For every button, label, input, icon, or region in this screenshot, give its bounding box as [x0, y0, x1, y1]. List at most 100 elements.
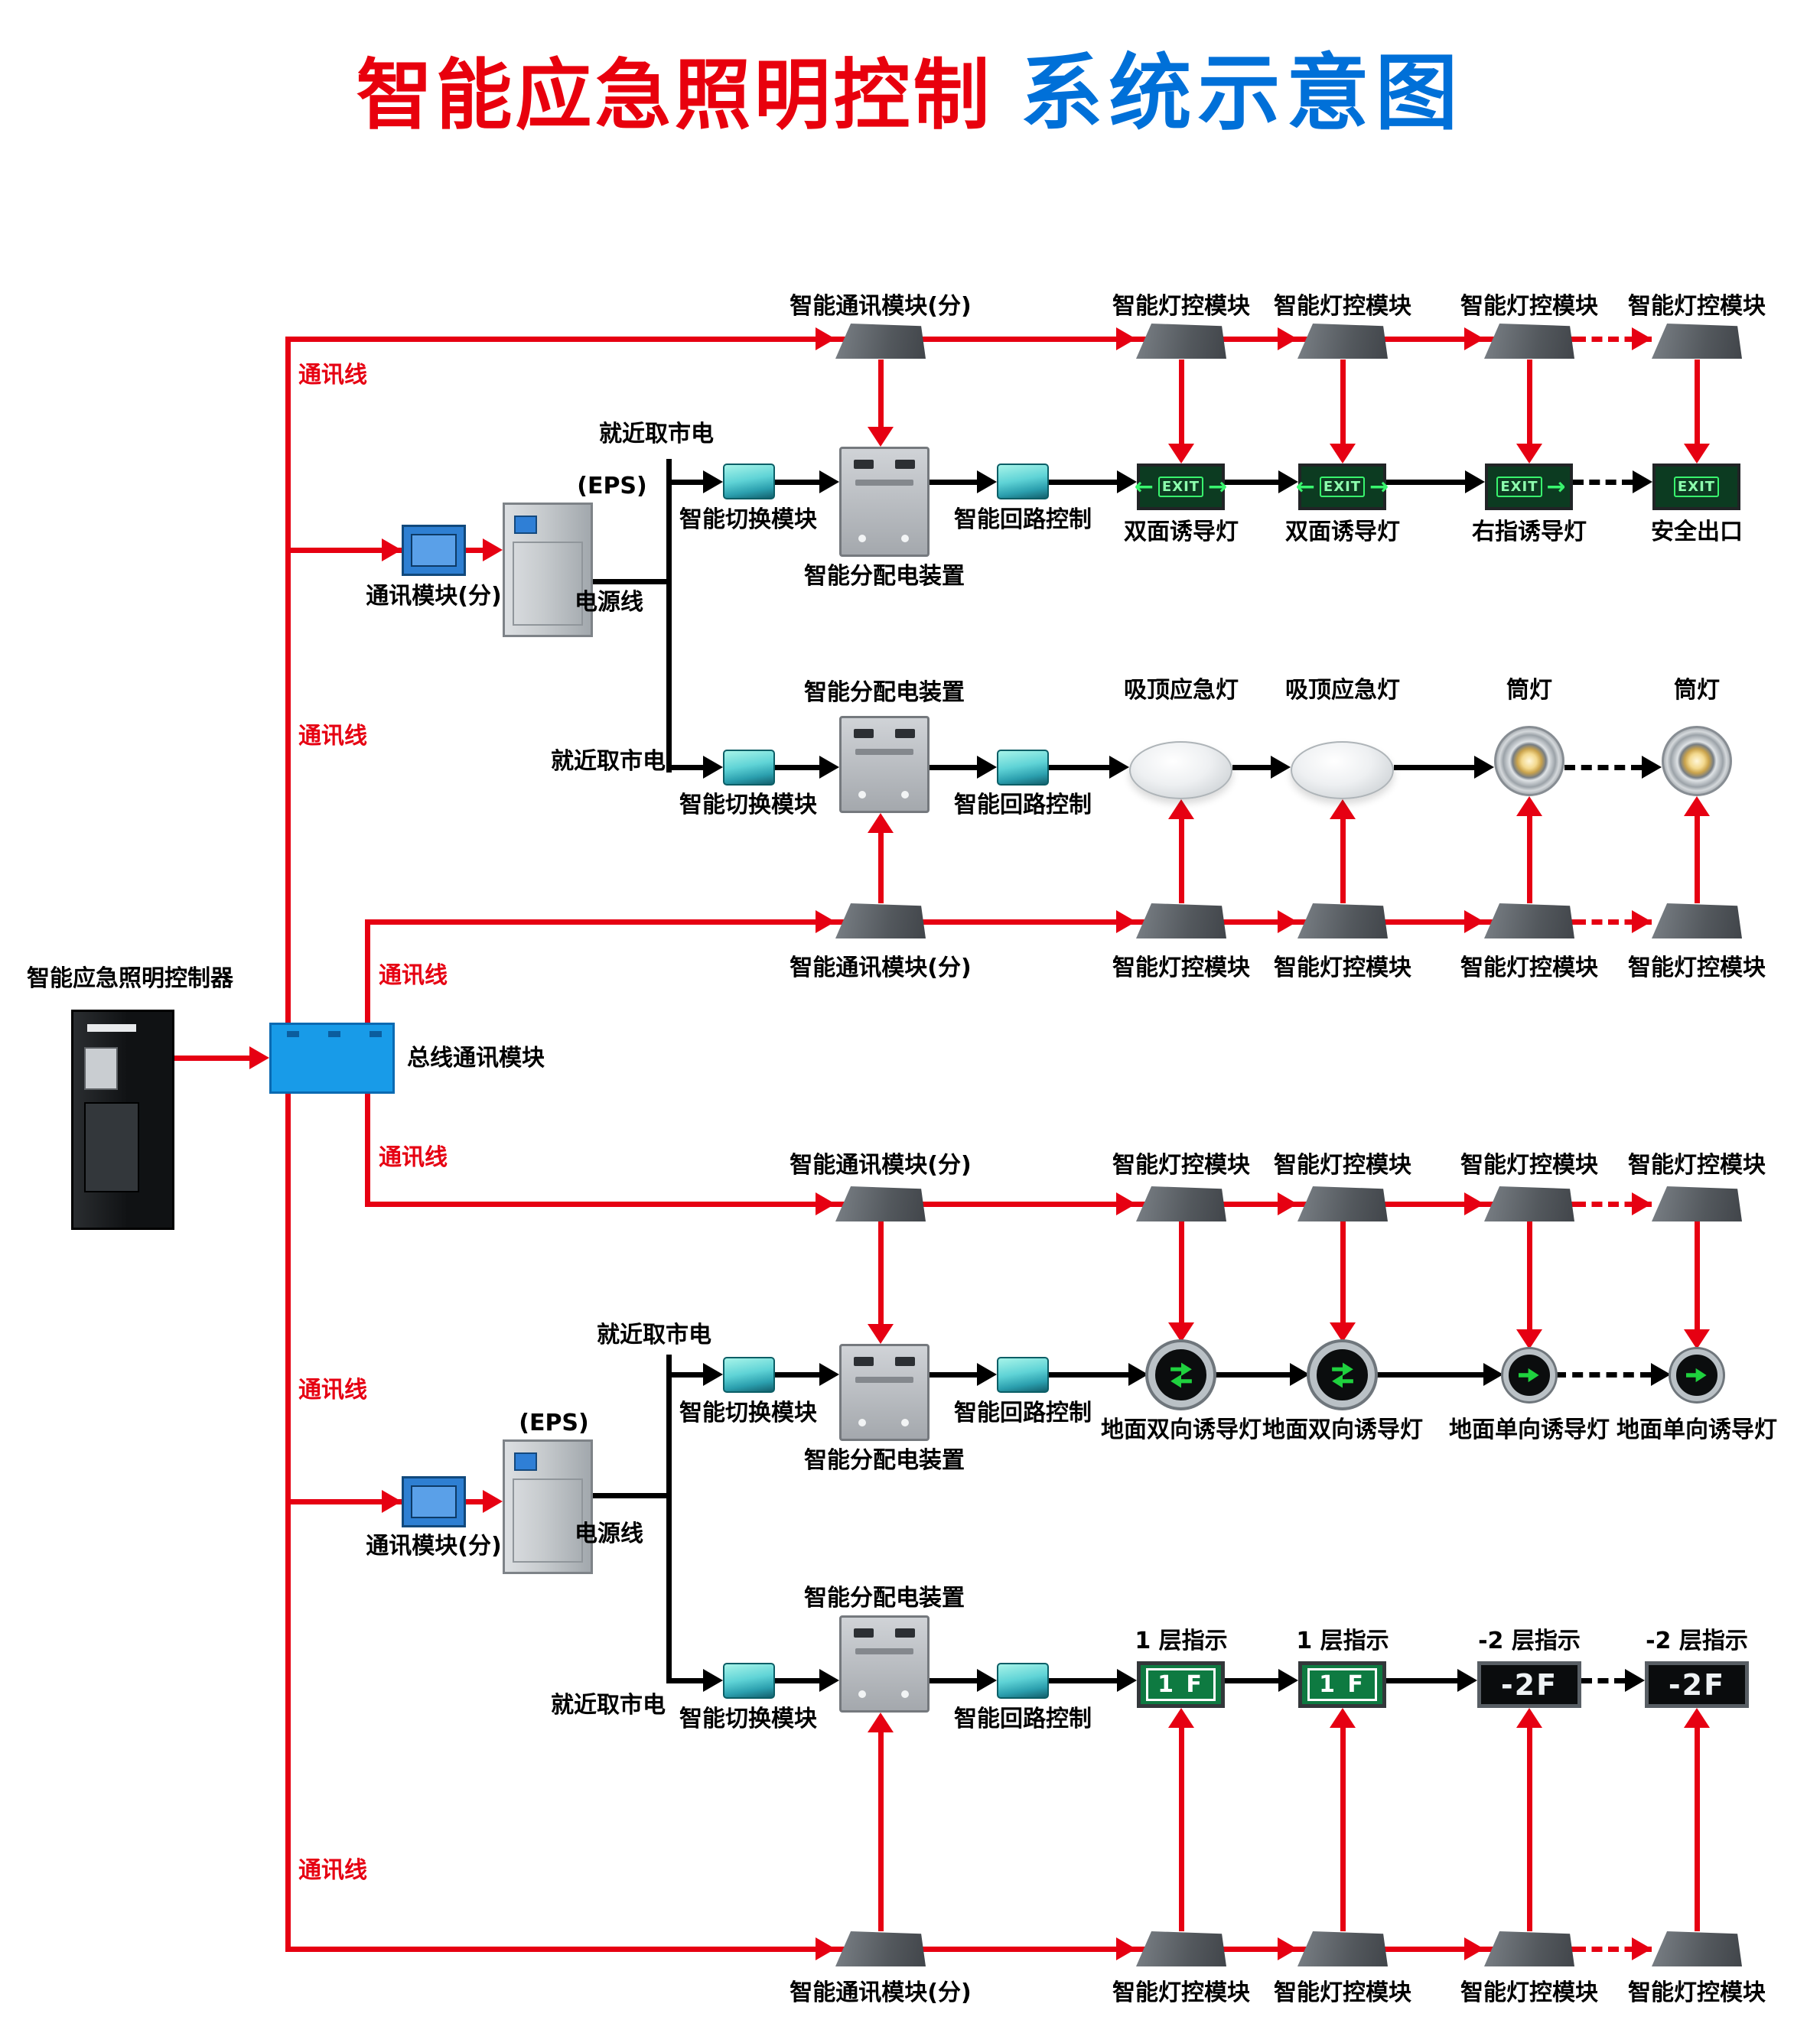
- exit-man-icon: EXIT: [1673, 477, 1720, 497]
- arrow-right-icon: →: [1546, 473, 1566, 500]
- branch-blue1-line: [291, 548, 402, 553]
- arrow-left-icon: ←: [1295, 473, 1315, 500]
- arrow-right-icon: [1464, 1937, 1484, 1960]
- bus-terminal: [287, 1031, 299, 1037]
- slot: [854, 460, 874, 469]
- label-lamp-ctrl: 智能灯控模块: [1460, 293, 1598, 320]
- arrow-right-icon: [1116, 1192, 1136, 1215]
- floor-1f-sign: 1 F: [1298, 1661, 1386, 1708]
- label-lamp-ctrl: 智能灯控模块: [1274, 1979, 1411, 2006]
- label-lamp-ctrl: 智能灯控模块: [1274, 1152, 1411, 1179]
- label-lamp-ctrl: 智能灯控模块: [1112, 293, 1250, 320]
- smart-comm-module: [835, 1931, 926, 1966]
- lamp-ctrl-module: [1136, 1931, 1226, 1966]
- arrow-right-icon: [816, 1192, 835, 1215]
- label-loop-ctrl: 智能回路控制: [954, 792, 1092, 818]
- arrow-down-icon: [1684, 444, 1710, 464]
- lamp-ctrl-module: [1297, 903, 1388, 938]
- chain-line: [1049, 765, 1109, 770]
- slot: [895, 1628, 915, 1638]
- label-bus-module: 总线通讯模块: [407, 1045, 545, 1072]
- downlight: [1662, 726, 1732, 796]
- red-link-line: [878, 1221, 884, 1326]
- chain-line: [775, 1372, 821, 1378]
- slot: [895, 460, 915, 469]
- arrow-up-icon: [1168, 1708, 1194, 1728]
- arrow-right-icon: [1116, 1937, 1136, 1960]
- label-switch-module: 智能切换模块: [679, 506, 817, 533]
- slot: [895, 1357, 915, 1366]
- label-dist-device: 智能分配电装置: [804, 1447, 965, 1474]
- arrow-right-icon: [1271, 756, 1291, 779]
- arrow-right-icon: [977, 756, 997, 779]
- label-comm-module-sub: 通讯模块(分): [366, 583, 502, 610]
- label-comm-line: 通讯线: [298, 1377, 367, 1404]
- arrow-right-icon: [1116, 327, 1136, 350]
- label-sign-double: 双面诱导灯: [1285, 519, 1400, 545]
- label-floor-uni: 地面单向诱导灯: [1617, 1417, 1777, 1443]
- lamp-ctrl-module: [1484, 1186, 1574, 1221]
- label-sign-right: 右指诱导灯: [1472, 519, 1587, 545]
- arrow-right-icon: [1632, 1192, 1652, 1215]
- red-link-line: [1695, 815, 1700, 903]
- floor-sign-text: -2F: [1500, 1667, 1558, 1702]
- red-link-line: [1340, 818, 1346, 903]
- floor-m2f-sign: -2F: [1645, 1661, 1749, 1708]
- label-power-line: 电源线: [575, 1521, 643, 1547]
- arrow-up-icon: [1168, 799, 1194, 819]
- bus-up-line: [365, 919, 370, 1025]
- arrow-right-icon: [1464, 1192, 1484, 1215]
- comm-module-sub-1: [402, 525, 466, 576]
- power-branch-line: [666, 480, 705, 485]
- chain-line: [930, 1678, 977, 1683]
- chain-line: [1213, 1372, 1290, 1378]
- comm-row4-dashed-line: [1575, 919, 1652, 925]
- red-link-line: [1527, 1726, 1532, 1931]
- arrow-right-icon: [1278, 1669, 1298, 1692]
- chain-line: [1225, 480, 1278, 485]
- chain-dashed-line: [1564, 765, 1642, 770]
- page-title: 智能应急照明控制系统示意图: [0, 27, 1820, 146]
- arrow-up-icon: [1684, 1708, 1710, 1728]
- switch-module: [723, 1663, 775, 1699]
- arrow-down-icon: [1516, 444, 1542, 464]
- label-switch-module: 智能切换模块: [679, 1400, 817, 1426]
- eps-display: [514, 1452, 537, 1471]
- floor-1f-sign: 1 F: [1137, 1661, 1225, 1708]
- exit-man-icon: EXIT: [1496, 477, 1542, 497]
- arrow-right-icon: [819, 756, 839, 779]
- floor-sign-text: 1 F: [1307, 1668, 1377, 1701]
- arrow-right-icon: [1278, 327, 1297, 350]
- smart-comm-module: [835, 903, 926, 938]
- eps-cabinet-2: [503, 1439, 593, 1574]
- label-comm-line: 通讯线: [379, 962, 448, 989]
- arrow-down-icon: [1516, 1329, 1542, 1349]
- arrow-right-icon: [819, 1363, 839, 1386]
- label-loop-ctrl: 智能回路控制: [954, 1400, 1092, 1426]
- label-dist-device: 智能分配电装置: [804, 563, 965, 590]
- arrow-right-icon: [977, 1669, 997, 1692]
- arrow-down-icon: [1330, 444, 1356, 464]
- red-link-line: [878, 1731, 884, 1931]
- arrow-down-icon: [868, 1324, 894, 1344]
- red-link-line: [1695, 359, 1700, 445]
- arrow-right-icon: [382, 1490, 402, 1513]
- arrow-right-icon: [816, 327, 835, 350]
- arrow-left-icon: ←: [1134, 473, 1154, 500]
- chain-line: [1049, 1372, 1128, 1378]
- arrow-down-icon: [1168, 444, 1194, 464]
- label-downlight: 筒灯: [1674, 677, 1720, 704]
- comm-row5-line: [365, 1202, 1575, 1207]
- arrow-right-icon: [1474, 756, 1494, 779]
- red-link-line: [1340, 359, 1346, 445]
- chain-dashed-line: [1573, 480, 1633, 485]
- power-vertical-line: [666, 459, 672, 773]
- label-smart-comm-sub: 智能通讯模块(分): [790, 1979, 972, 2006]
- red-link-line: [1340, 1726, 1346, 1931]
- cabinet-panel: [84, 1102, 139, 1192]
- eps-output-line: [593, 1493, 672, 1498]
- chain-line: [1049, 480, 1117, 485]
- lamp-ctrl-module: [1484, 324, 1574, 359]
- downlight: [1494, 726, 1564, 796]
- lamp-ctrl-module: [1484, 1931, 1574, 1966]
